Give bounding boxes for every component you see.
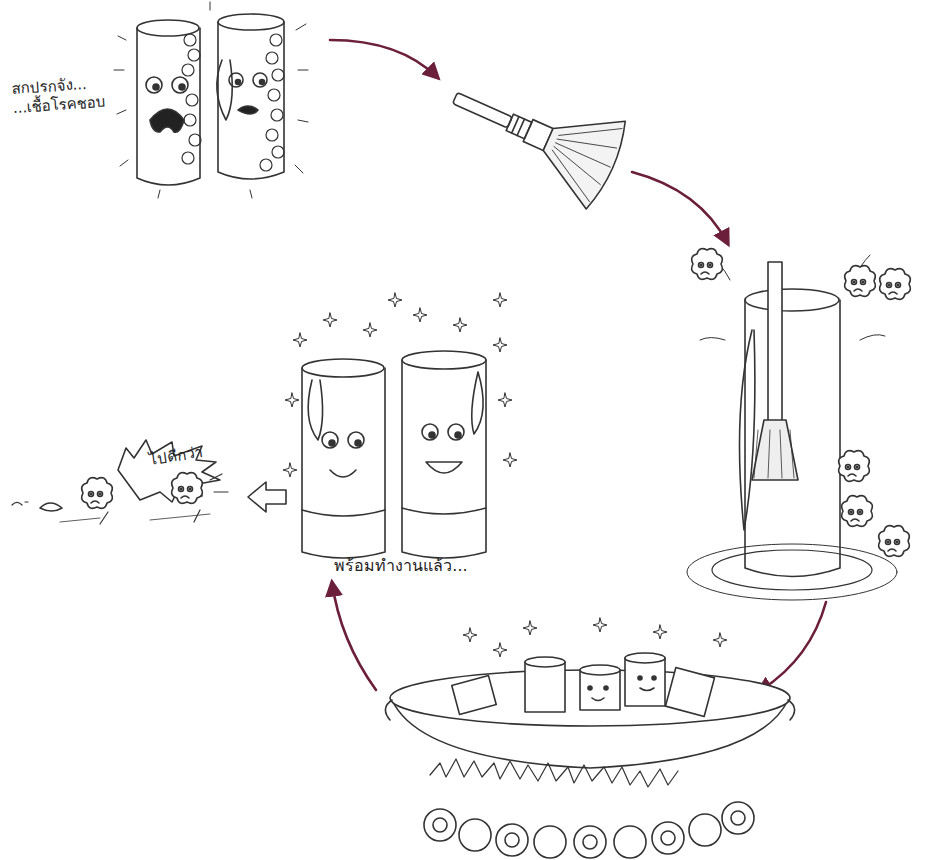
leaving-germs (12, 440, 286, 524)
handwritten-label: พร้อมทำงานแล้ว... (296, 556, 506, 576)
cycle-arrow (330, 40, 826, 692)
dirty-tubes (114, 2, 308, 198)
handwritten-label: สกปรกจัง... ...เชื้อโรคชอบ (11, 72, 131, 118)
clean-tubes (283, 293, 517, 558)
scrubbing-tube (687, 249, 910, 600)
boiling-pot (385, 618, 794, 858)
brush (435, 54, 632, 212)
